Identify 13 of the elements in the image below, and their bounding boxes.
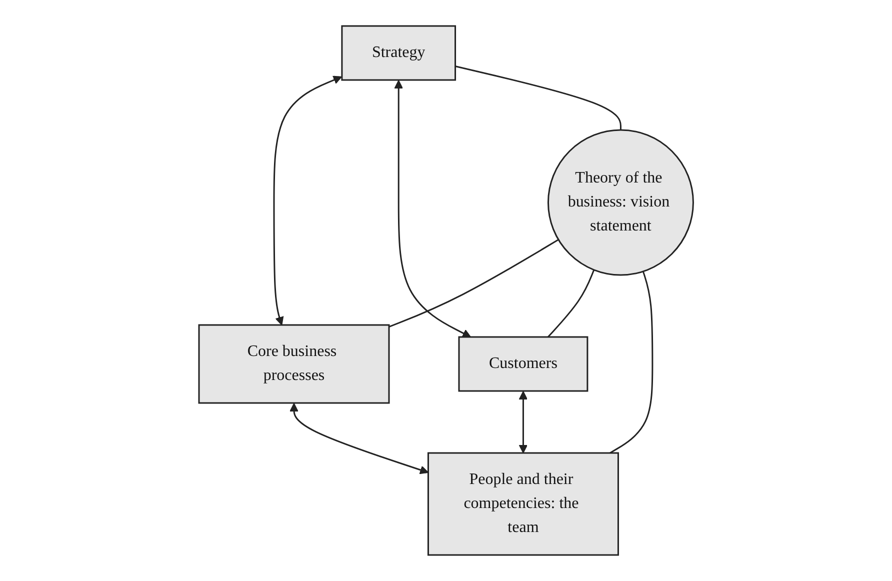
node-box: People and their competencies: the team: [427, 452, 619, 556]
connector: [388, 239, 559, 328]
arrow: [394, 80, 471, 338]
node-box: Customers: [458, 336, 588, 392]
connector: [609, 271, 654, 454]
node-circle: Theory of the business: vision statement: [547, 129, 694, 276]
node-box: Strategy: [341, 25, 456, 81]
node-box: Core business processes: [198, 324, 390, 404]
connector: [547, 270, 595, 338]
arrow: [273, 76, 342, 326]
connector: [455, 66, 622, 130]
arrow: [518, 391, 528, 454]
arrow: [290, 403, 429, 474]
